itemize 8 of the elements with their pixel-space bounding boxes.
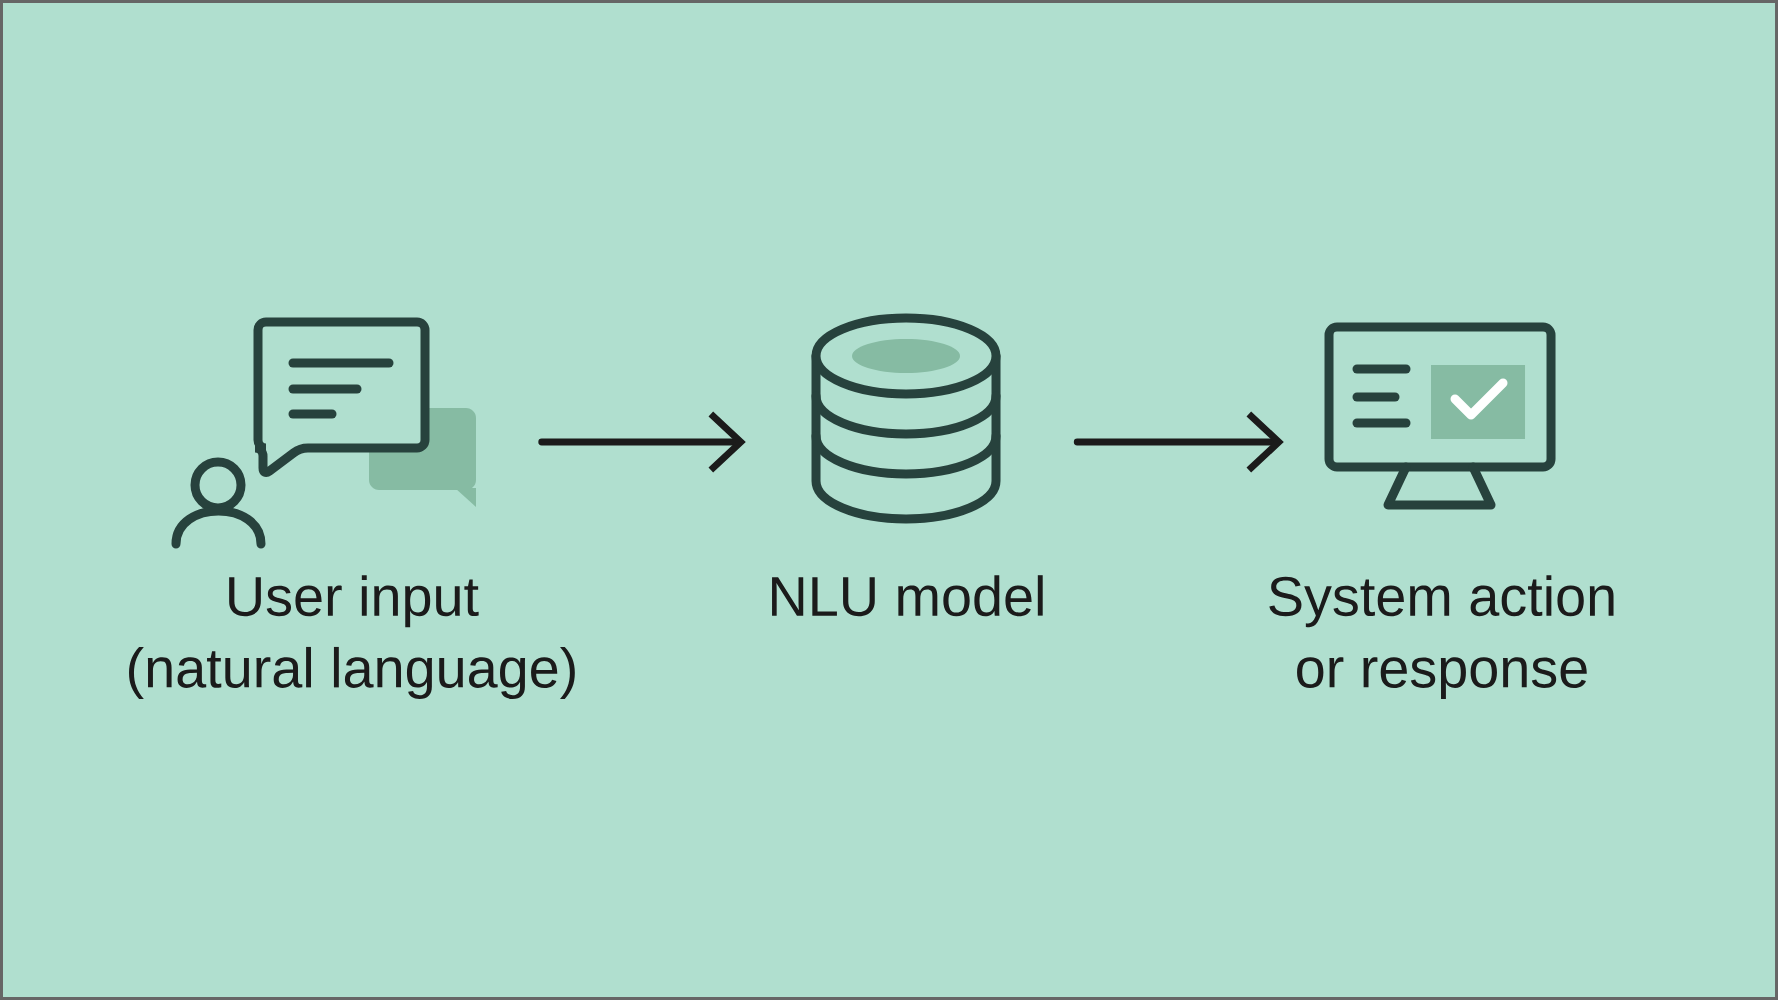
- arrow: [1073, 411, 1284, 473]
- arrow: [538, 411, 746, 473]
- person-chat-drawing: [171, 317, 476, 549]
- monitor-drawing: [1324, 322, 1556, 510]
- caption-text: User input (natural language): [129, 575, 575, 699]
- database-drawing: [811, 313, 1001, 524]
- caption-text: NLU model: [772, 575, 1043, 617]
- caption-text: System action or response: [1269, 575, 1614, 699]
